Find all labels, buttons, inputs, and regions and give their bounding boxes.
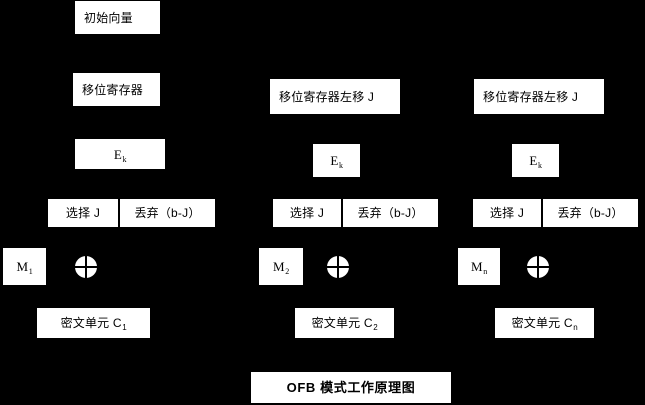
ciphertext-subscript-3: n	[573, 323, 578, 332]
encrypt-subscript-3: k	[537, 161, 543, 170]
encrypt-label-1: Ek	[113, 146, 127, 164]
message-box-3: Mn	[458, 248, 500, 285]
discard-label-1: 丢弃（b-J）	[134, 206, 201, 220]
select-label-3: 选择 J	[489, 206, 525, 220]
encrypt-subscript-2: k	[338, 161, 344, 170]
encrypt-box-1: Ek	[75, 139, 165, 169]
ciphertext-subscript-2: 2	[373, 323, 378, 332]
shift-register-box-2: 移位寄存器左移 J	[270, 79, 400, 114]
initial-vector-label: 初始向量	[84, 10, 133, 25]
shift-register-box-1: 移位寄存器	[73, 73, 160, 106]
discard-label-2: 丢弃（b-J）	[357, 206, 424, 220]
shift-register-label-1: 移位寄存器	[82, 82, 144, 97]
ciphertext-subscript-1: 1	[122, 323, 127, 332]
select-box-1: 选择 J	[48, 199, 118, 227]
xor-icon-2	[327, 256, 349, 278]
ciphertext-box-2: 密文单元 C2	[295, 308, 394, 338]
ciphertext-label-3: 密文单元 Cn	[511, 316, 578, 332]
select-box-3: 选择 J	[473, 199, 541, 227]
ciphertext-label-1: 密文单元 C1	[60, 316, 127, 332]
xor-icon-1	[75, 256, 97, 278]
message-label-1: M1	[16, 259, 33, 276]
diagram-title-box: OFB 模式工作原理图	[251, 372, 451, 403]
xor-vertical-bar-2	[337, 256, 339, 278]
encrypt-label-3: Ek	[529, 153, 543, 170]
select-label-2: 选择 J	[289, 206, 325, 220]
discard-box-3: 丢弃（b-J）	[543, 199, 638, 227]
xor-vertical-bar-3	[537, 256, 539, 278]
message-subscript-3: n	[483, 267, 488, 276]
encrypt-box-2: Ek	[313, 144, 360, 177]
shift-register-label-2: 移位寄存器左移 J	[279, 89, 375, 104]
encrypt-box-3: Ek	[512, 144, 559, 177]
select-label-1: 选择 J	[65, 206, 101, 220]
discard-label-3: 丢弃（b-J）	[557, 206, 624, 220]
ciphertext-box-1: 密文单元 C1	[37, 308, 150, 338]
diagram-title: OFB 模式工作原理图	[286, 380, 416, 395]
select-box-2: 选择 J	[273, 199, 341, 227]
discard-box-1: 丢弃（b-J）	[120, 199, 215, 227]
message-box-2: M2	[259, 248, 303, 285]
initial-vector-box: 初始向量	[75, 1, 160, 34]
ciphertext-box-3: 密文单元 Cn	[495, 308, 594, 338]
message-subscript-2: 2	[285, 267, 290, 276]
encrypt-subscript-1: k	[122, 154, 127, 164]
message-box-1: M1	[3, 248, 46, 285]
discard-box-2: 丢弃（b-J）	[343, 199, 438, 227]
message-subscript-1: 1	[28, 267, 33, 276]
message-label-2: M2	[273, 259, 290, 276]
encrypt-label-2: Ek	[330, 153, 344, 170]
xor-icon-3	[527, 256, 549, 278]
xor-vertical-bar-1	[85, 256, 87, 278]
message-label-3: Mn	[471, 259, 488, 276]
shift-register-label-3: 移位寄存器左移 J	[483, 89, 579, 104]
ciphertext-label-2: 密文单元 C2	[311, 316, 378, 332]
shift-register-box-3: 移位寄存器左移 J	[474, 79, 604, 114]
